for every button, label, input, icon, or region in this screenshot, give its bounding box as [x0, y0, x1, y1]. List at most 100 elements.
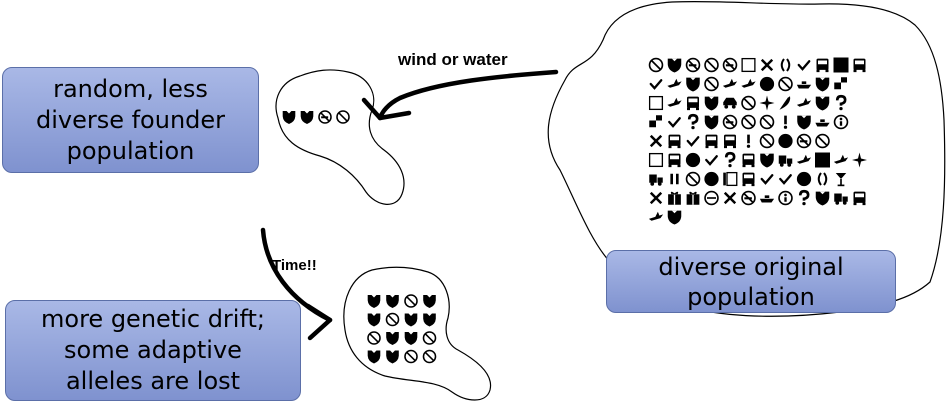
- check-icon: [797, 60, 811, 71]
- plane-icon: [796, 154, 812, 164]
- question-icon: [724, 151, 736, 168]
- shield-icon: [704, 96, 719, 111]
- wind-arrowhead: [361, 97, 412, 121]
- truck-icon: [834, 193, 848, 205]
- prohibited-icon: [741, 114, 756, 130]
- prohibited-icon: [759, 114, 775, 130]
- gift-icon: [686, 191, 700, 205]
- prohibited-icon: [336, 110, 350, 124]
- empty-box-icon: [648, 152, 664, 168]
- bus-icon: [668, 134, 681, 149]
- founder-population-label: random, less diverse founder population: [35, 74, 226, 165]
- check-icon: [779, 174, 792, 185]
- no-smoking-icon: [722, 57, 738, 73]
- info-icon: [833, 114, 849, 130]
- prohibited-icon: [741, 95, 756, 111]
- parens-icon: [817, 172, 828, 186]
- shield-icon: [667, 210, 682, 225]
- shield-icon: [667, 58, 682, 73]
- bus-icon: [687, 96, 699, 111]
- filled-circle-icon: [778, 133, 793, 149]
- time-arrowhead: [305, 303, 333, 341]
- bus-icon: [853, 191, 866, 206]
- bus-icon: [816, 58, 829, 73]
- prohibited-icon: [778, 76, 793, 92]
- shield-icon: [423, 313, 436, 327]
- prohibited-icon: [367, 331, 381, 345]
- x-icon: [723, 191, 737, 205]
- car-icon: [723, 97, 737, 109]
- x-icon: [649, 134, 663, 148]
- shield-icon: [815, 191, 830, 206]
- boat-icon: [815, 119, 830, 127]
- question-icon: [687, 113, 699, 130]
- plane-icon: [667, 97, 682, 107]
- sparkle-icon: [852, 152, 867, 168]
- prohibited-icon: [648, 57, 664, 73]
- glass-icon: [835, 173, 847, 187]
- truck-icon: [778, 155, 793, 167]
- parens-icon: [780, 58, 791, 72]
- shield-icon: [367, 313, 381, 327]
- no-smoking-icon: [741, 190, 756, 206]
- plane-icon: [648, 211, 664, 221]
- shield-icon: [404, 313, 418, 327]
- prohibited-icon: [704, 57, 719, 73]
- big-square-icon: [815, 152, 830, 168]
- bus-icon: [742, 172, 755, 187]
- wind-arrow-line: [377, 69, 559, 121]
- check-icon: [649, 79, 663, 90]
- genetic-drift-box: more genetic drift; some adaptive allele…: [5, 300, 301, 401]
- shield-icon: [704, 115, 719, 130]
- shield-icon: [367, 295, 381, 308]
- shield-icon: [797, 115, 811, 130]
- boat-icon: [759, 195, 775, 203]
- shield-icon: [386, 295, 399, 308]
- no-smoking-icon: [796, 133, 812, 149]
- filled-circle-icon: [685, 152, 701, 168]
- original-population-box: diverse original population: [606, 250, 896, 313]
- plane-icon: [741, 78, 756, 88]
- big-square-icon: [833, 57, 849, 73]
- prohibited-icon: [815, 133, 830, 149]
- shield-icon: [686, 77, 700, 92]
- question-icon: [835, 94, 847, 111]
- plane-icon: [667, 78, 682, 88]
- bus-icon: [724, 134, 736, 149]
- no-smoking-icon: [318, 110, 332, 124]
- no-smoking-icon: [722, 114, 738, 130]
- shield-icon: [423, 295, 436, 308]
- shield-icon: [386, 332, 399, 345]
- shield-icon: [760, 153, 774, 168]
- prohibited-icon: [759, 133, 775, 149]
- check-icon: [705, 155, 718, 166]
- plane-icon: [833, 154, 849, 164]
- bus-icon: [853, 58, 866, 73]
- founder-population-box: random, less diverse founder population: [2, 67, 259, 173]
- shield-icon: [404, 332, 418, 345]
- prohibited-icon: [422, 331, 437, 345]
- prohibited-icon: [404, 349, 418, 364]
- filled-circle-icon: [796, 171, 812, 187]
- prohibited-icon: [685, 171, 701, 187]
- shield-icon: [300, 111, 314, 124]
- pepper-icon: [779, 96, 791, 110]
- empty-box-icon: [648, 95, 664, 111]
- minus-circle-icon: [704, 190, 719, 206]
- original-island-outline: [547, 0, 946, 317]
- exclaim-icon: [746, 134, 751, 148]
- prohibited-icon: [385, 312, 400, 327]
- filled-circle-icon: [759, 76, 775, 92]
- small-squares-icon: [834, 77, 847, 90]
- pause-icon: [670, 173, 679, 185]
- allele-glyphs: [282, 57, 867, 364]
- exclaim-icon: [783, 115, 788, 129]
- empty-box-icon: [741, 57, 756, 73]
- x-icon: [760, 58, 774, 72]
- shield-icon: [367, 350, 381, 364]
- bus-icon: [742, 153, 755, 168]
- prohibited-icon: [704, 76, 719, 92]
- truck-icon: [649, 174, 663, 186]
- question-icon: [798, 189, 810, 206]
- shield-icon: [386, 350, 399, 364]
